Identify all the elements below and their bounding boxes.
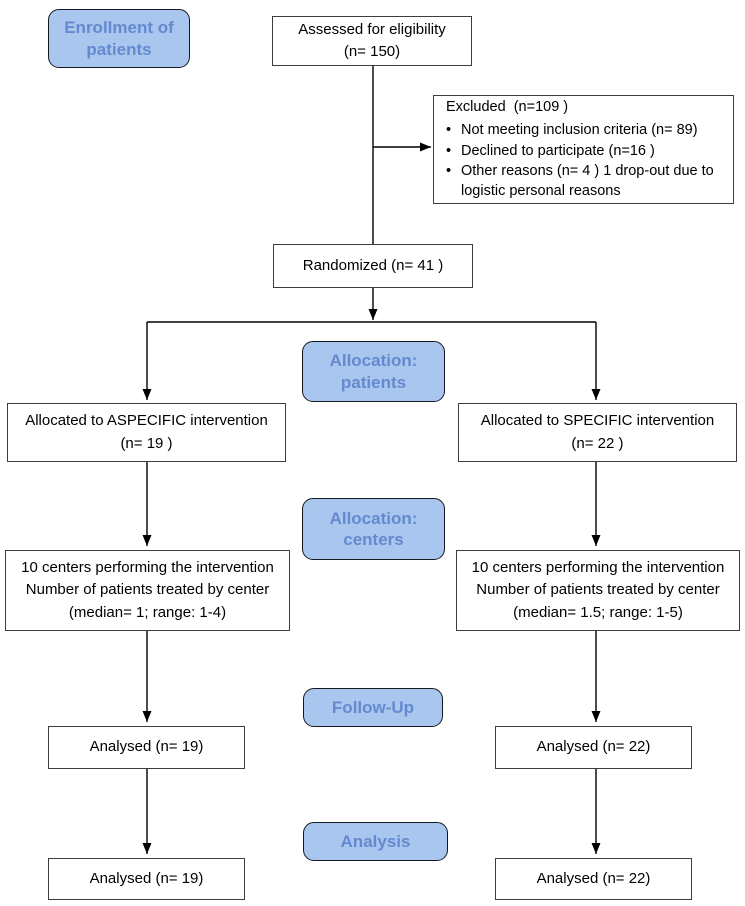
stage-allocation-patients: Allocation: patients: [302, 341, 445, 402]
centers-aspecific-box: 10 centers performing the intervention N…: [5, 550, 290, 631]
analysed-followup-right-box: Analysed (n= 22): [495, 726, 692, 769]
excluded-box: Excluded (n=109 ) • Not meeting inclusio…: [433, 95, 734, 204]
stage-enrollment: Enrollment of patients: [48, 9, 190, 68]
assessed-box: Assessed for eligibility (n= 150): [272, 16, 472, 66]
excluded-item-text: Other reasons (n= 4 ) 1 drop-out due to …: [461, 163, 718, 199]
excluded-bullet-1: • Not meeting inclusion criteria (n= 89): [446, 121, 727, 141]
bullet-icon: •: [446, 163, 452, 180]
excluded-item-text: Declined to participate (n=16 ): [461, 142, 655, 159]
stage-follow-up: Follow-Up: [303, 688, 443, 727]
excluded-item-text: Not meeting inclusion criteria (n= 89): [461, 122, 698, 139]
randomized-box: Randomized (n= 41 ): [273, 244, 473, 288]
allocated-specific-box: Allocated to SPECIFIC intervention (n= 2…: [458, 403, 737, 462]
stage-allocation-centers: Allocation: centers: [302, 498, 445, 560]
stage-analysis: Analysis: [303, 822, 448, 861]
analysed-analysis-left-box: Analysed (n= 19): [48, 858, 245, 900]
analysed-followup-left-box: Analysed (n= 19): [48, 726, 245, 769]
analysed-analysis-right-box: Analysed (n= 22): [495, 858, 692, 900]
excluded-bullet-3: • Other reasons (n= 4 ) 1 drop-out due t…: [446, 162, 727, 201]
excluded-title: Excluded (n=109 ): [446, 98, 569, 115]
bullet-icon: •: [446, 142, 452, 159]
centers-specific-box: 10 centers performing the intervention N…: [456, 550, 740, 631]
excluded-bullet-2: • Declined to participate (n=16 ): [446, 142, 727, 162]
allocated-aspecific-box: Allocated to ASPECIFIC intervention (n= …: [7, 403, 286, 462]
bullet-icon: •: [446, 122, 452, 139]
